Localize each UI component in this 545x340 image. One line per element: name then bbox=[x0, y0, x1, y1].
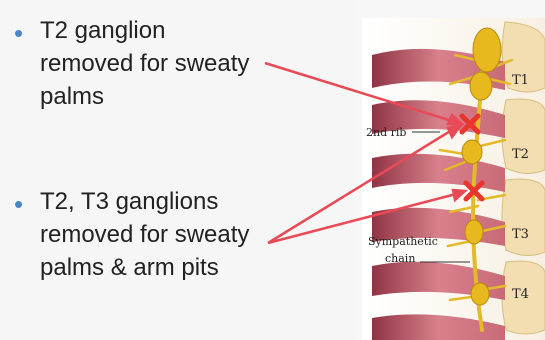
label-t1: T1 bbox=[512, 73, 529, 88]
label-2nd-rib: 2nd rib bbox=[366, 126, 406, 139]
label-chain: chain bbox=[385, 252, 415, 265]
label-t2: T2 bbox=[512, 147, 529, 162]
label-sympathetic: Sympathetic bbox=[368, 235, 438, 248]
label-t3: T3 bbox=[512, 227, 529, 242]
label-t4: T4 bbox=[512, 287, 529, 302]
